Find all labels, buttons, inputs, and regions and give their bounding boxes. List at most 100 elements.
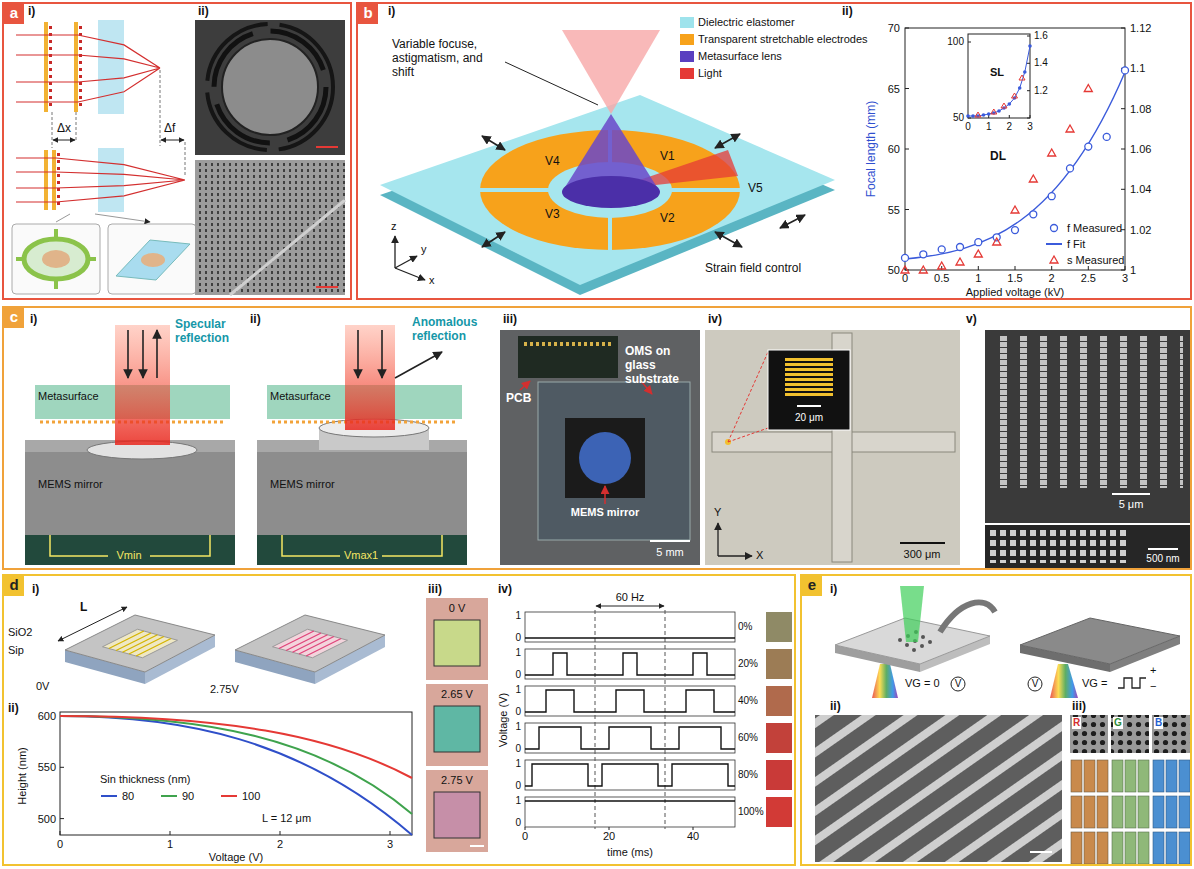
pwm-waveforms xyxy=(525,690,735,712)
pwm-waveforms xyxy=(525,764,735,786)
tick-label: 1.1 xyxy=(1130,62,1145,75)
focal-length-chart xyxy=(1023,70,1027,74)
sem-image xyxy=(316,146,338,148)
label-text: − xyxy=(1150,680,1156,693)
pwm-waveforms xyxy=(525,638,735,801)
lens-ray-diagram xyxy=(98,20,124,114)
device-photo xyxy=(650,540,690,542)
legend-sample xyxy=(1050,256,1058,263)
label-text: 5 mm xyxy=(656,546,684,559)
lens-ray-diagram xyxy=(98,148,124,212)
elastomer-device xyxy=(482,232,505,247)
label-text: Vmin xyxy=(116,549,141,562)
label-text: time (ms) xyxy=(607,846,653,859)
mems-metasurface-raised xyxy=(257,440,467,535)
micrograph xyxy=(797,405,821,407)
legend-item: Transparent stretchable electrodes xyxy=(680,33,868,46)
focal-length-chart xyxy=(938,262,946,269)
focal-length-chart xyxy=(1048,149,1056,156)
focal-length-chart xyxy=(966,114,970,118)
height-chart xyxy=(60,716,390,835)
label-text: Strain field control xyxy=(705,262,801,276)
label-text: V4 xyxy=(545,155,560,169)
pixel-micrographs xyxy=(434,792,480,838)
focal-length-chart xyxy=(966,44,1032,118)
color-filter-device xyxy=(921,635,925,639)
focal-length-chart xyxy=(968,34,1030,118)
note-text: Specular reflection xyxy=(175,318,239,346)
mems-metasurface-flat xyxy=(25,325,235,565)
pixel-micrographs xyxy=(426,770,488,852)
tick-label: 600 xyxy=(38,710,56,723)
label-text: 300 μm xyxy=(904,548,941,561)
device-photo xyxy=(524,342,612,346)
legend-sample xyxy=(1051,225,1058,232)
tick-label: 0 xyxy=(522,830,528,843)
focal-length-chart xyxy=(1122,67,1129,74)
elastomer-device xyxy=(562,176,660,208)
sem-image xyxy=(815,715,1191,866)
membrane-device xyxy=(235,615,385,672)
label-text: 60 Hz xyxy=(616,591,645,604)
elastomer-device xyxy=(394,236,395,268)
focal-length-chart xyxy=(974,250,982,257)
legend-text: s Measured xyxy=(1067,254,1124,267)
tick-label: 40 xyxy=(687,830,699,843)
pwm-waveforms xyxy=(595,610,665,829)
label-text: 20 μm xyxy=(795,412,823,424)
sem-image xyxy=(1152,715,1190,753)
mems-metasurface-raised xyxy=(395,352,442,378)
color-filter-device xyxy=(835,586,1180,698)
label-text: ii) xyxy=(250,313,261,327)
focal-length-chart xyxy=(1012,93,1018,98)
pwm-waveforms xyxy=(525,760,735,790)
label-text: y xyxy=(421,243,427,256)
legend-item: Metasurface lens xyxy=(680,50,782,63)
membrane-device xyxy=(279,631,341,656)
color-filter-device xyxy=(1020,618,1180,664)
legend-text: 100 xyxy=(242,790,260,803)
legend-text: 80 xyxy=(122,790,134,803)
focal-length-chart xyxy=(1030,211,1037,218)
lens-ray-diagram xyxy=(141,253,165,267)
tick-label: 55 xyxy=(888,203,900,216)
lens-ray-diagram xyxy=(16,158,185,202)
legend-item: f Measured xyxy=(1045,222,1122,235)
tick-label: 0 xyxy=(965,121,971,133)
label-text: 0% xyxy=(738,621,752,633)
mems-metasurface-flat xyxy=(25,440,235,535)
label-text: Δx xyxy=(57,122,71,136)
label-text: 2.75V xyxy=(210,683,239,696)
sem-image xyxy=(1070,758,1109,866)
label-text: R xyxy=(1072,717,1081,729)
mems-metasurface-flat xyxy=(25,535,235,565)
label-text: 20% xyxy=(738,658,758,670)
focal-length-chart xyxy=(1029,175,1037,182)
label-text: 2.75 V xyxy=(441,774,473,787)
focal-length-chart xyxy=(1067,165,1074,172)
focal-length-chart xyxy=(1011,206,1019,213)
label-text: Sip xyxy=(8,644,24,657)
pwm-waveforms xyxy=(525,606,792,830)
pixel-micrographs xyxy=(426,598,488,852)
label-text: 0V xyxy=(36,680,49,693)
label-text: 5 μm xyxy=(1119,498,1144,511)
focal-length-chart xyxy=(975,75,1025,117)
panel-letter: c xyxy=(4,308,24,328)
legend-sample xyxy=(100,790,118,802)
label-text: 100% xyxy=(738,806,764,818)
pixel-micrographs xyxy=(470,845,484,847)
label-text: DL xyxy=(990,150,1006,164)
legend-item: f Fit xyxy=(1045,238,1085,251)
sem-image xyxy=(1152,758,1191,866)
color-filter-device xyxy=(920,644,924,648)
tick-label: 50 xyxy=(953,112,964,124)
label-text: V xyxy=(955,678,962,690)
legend-text: 90 xyxy=(182,790,194,803)
legend-sample xyxy=(1045,254,1063,266)
tick-label: 2 xyxy=(1049,272,1055,285)
label-text: Metasurface xyxy=(38,390,99,403)
micrograph xyxy=(785,358,833,396)
sem-image xyxy=(1148,548,1178,550)
label-text: Applied voltage (kV) xyxy=(966,286,1064,299)
